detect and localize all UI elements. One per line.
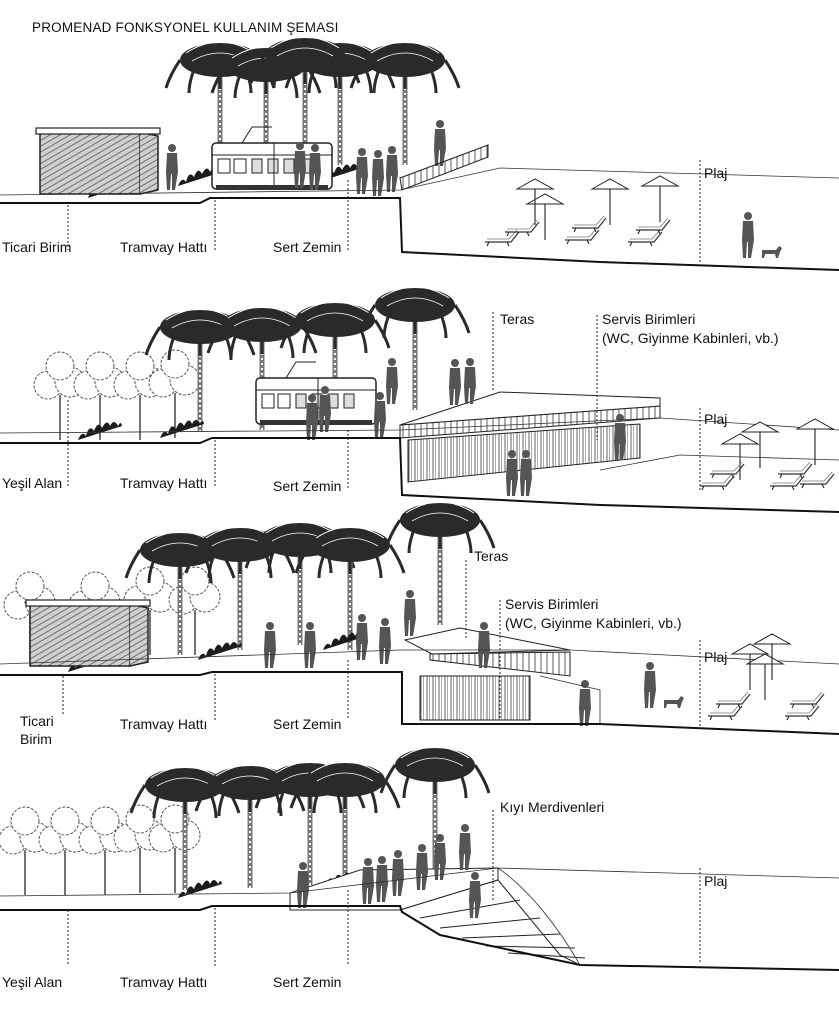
section-1-label-tram: Tramvay Hattı [120,239,207,255]
section-2-label-terrace: Teras [500,311,534,327]
section-3-label-terrace: Teras [474,548,508,564]
section-2-label-hard: Sert Zemin [273,478,341,494]
section-3-label-beach: Plaj [704,649,727,665]
section-3-label-service-detail: (WC, Giyinme Kabinleri, vb.) [505,615,682,631]
section-3-kiosk [25,599,151,667]
section-4-label-beach: Plaj [704,873,727,889]
section-1-label-commercial: Ticari Birim [2,239,71,255]
section-3-label-service: Servis Birimleri [505,596,598,612]
section-3-label-commercial-2: Birim [20,731,52,747]
section-1-label-hard: Sert Zemin [273,239,341,255]
section-2-label-service: Servis Birimleri [602,311,695,327]
section-2: Yeşil Alan Tramvay Hattı Sert Zemin Tera… [0,287,839,513]
section-2-label-green: Yeşil Alan [2,475,62,491]
section-1-kiosk [35,127,161,195]
section-4-label-stairs: Kıyı Merdivenleri [500,799,604,815]
section-3-label-commercial-1: Ticari [20,713,54,729]
section-4-label-hard: Sert Zemin [273,974,341,990]
section-2-label-tram: Tramvay Hattı [120,475,207,491]
section-4-label-tram: Tramvay Hattı [120,974,207,990]
section-1-label-beach: Plaj [704,165,727,181]
section-2-label-service-detail: (WC, Giyinme Kabinleri, vb.) [602,330,779,346]
section-1: Ticari Birim Tramvay Hattı Sert Zemin Pl… [0,37,839,271]
section-3: Ticari Birim Tramvay Hattı Sert Zemin Te… [0,502,839,747]
section-4: Yeşil Alan Tramvay Hattı Sert Zemin Kıyı… [0,747,839,990]
section-2-vegetation [33,287,469,441]
section-3-label-tram: Tramvay Hattı [120,716,207,732]
section-3-label-hard: Sert Zemin [273,716,341,732]
page-title: PROMENAD FONKSYONEL KULLANIM ŞEMASI [32,20,339,35]
section-4-label-green: Yeşil Alan [2,974,62,990]
section-2-label-beach: Plaj [704,411,727,427]
